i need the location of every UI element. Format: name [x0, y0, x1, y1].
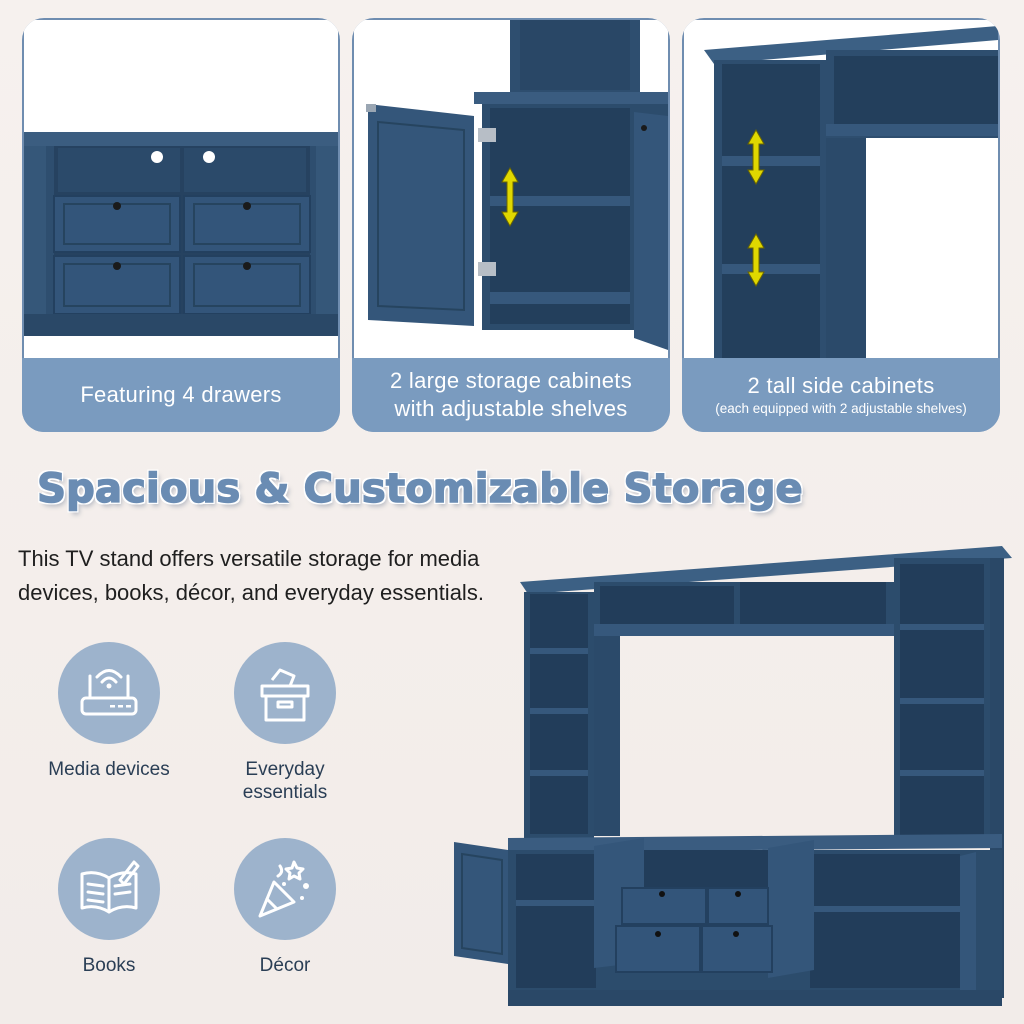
tv-stand-product-image	[446, 538, 1018, 1016]
side-cabinets-caption: 2 tall side cabinets (each equipped with…	[682, 358, 1000, 432]
side-cabinets-caption-line2: (each equipped with 2 adjustable shelves…	[715, 401, 967, 416]
cabinet-closeup-image	[354, 20, 668, 376]
feature-media-devices: Media devices	[44, 642, 174, 781]
page-headline: Spacious & Customizable Storage	[36, 465, 803, 513]
drawers-caption-text: Featuring 4 drawers	[80, 382, 282, 407]
side-cabinet-closeup-image	[684, 20, 998, 376]
feature-label-essentials: Everyday essentials	[242, 759, 328, 803]
side-cabinets-caption-line1: 2 tall side cabinets	[747, 373, 935, 398]
feature-books: Books	[44, 838, 174, 977]
cabinets-caption-line1: 2 large storage cabinets	[389, 368, 632, 393]
feature-everyday-essentials: Everyday essentials	[220, 642, 350, 804]
party-popper-icon	[234, 838, 336, 940]
storage-box-icon	[234, 642, 336, 744]
description-text: This TV stand offers versatile storage f…	[18, 546, 484, 605]
cabinets-feature-panel: 2 large storage cabinets with adjustable…	[352, 18, 670, 432]
book-icon	[58, 838, 160, 940]
cabinets-caption: 2 large storage cabinets with adjustable…	[352, 358, 670, 432]
feature-label-media: Media devices	[48, 759, 170, 780]
feature-label-decor: Décor	[259, 955, 311, 976]
feature-label-books: Books	[82, 955, 136, 976]
drawers-closeup-image	[24, 20, 338, 376]
router-icon	[58, 642, 160, 744]
drawers-feature-panel: Featuring 4 drawers	[22, 18, 340, 432]
cabinets-caption-line2: with adjustable shelves	[394, 396, 628, 421]
drawers-caption: Featuring 4 drawers	[22, 358, 340, 432]
feature-decor: Décor	[220, 838, 350, 977]
side-cabinets-feature-panel: 2 tall side cabinets (each equipped with…	[682, 18, 1000, 432]
